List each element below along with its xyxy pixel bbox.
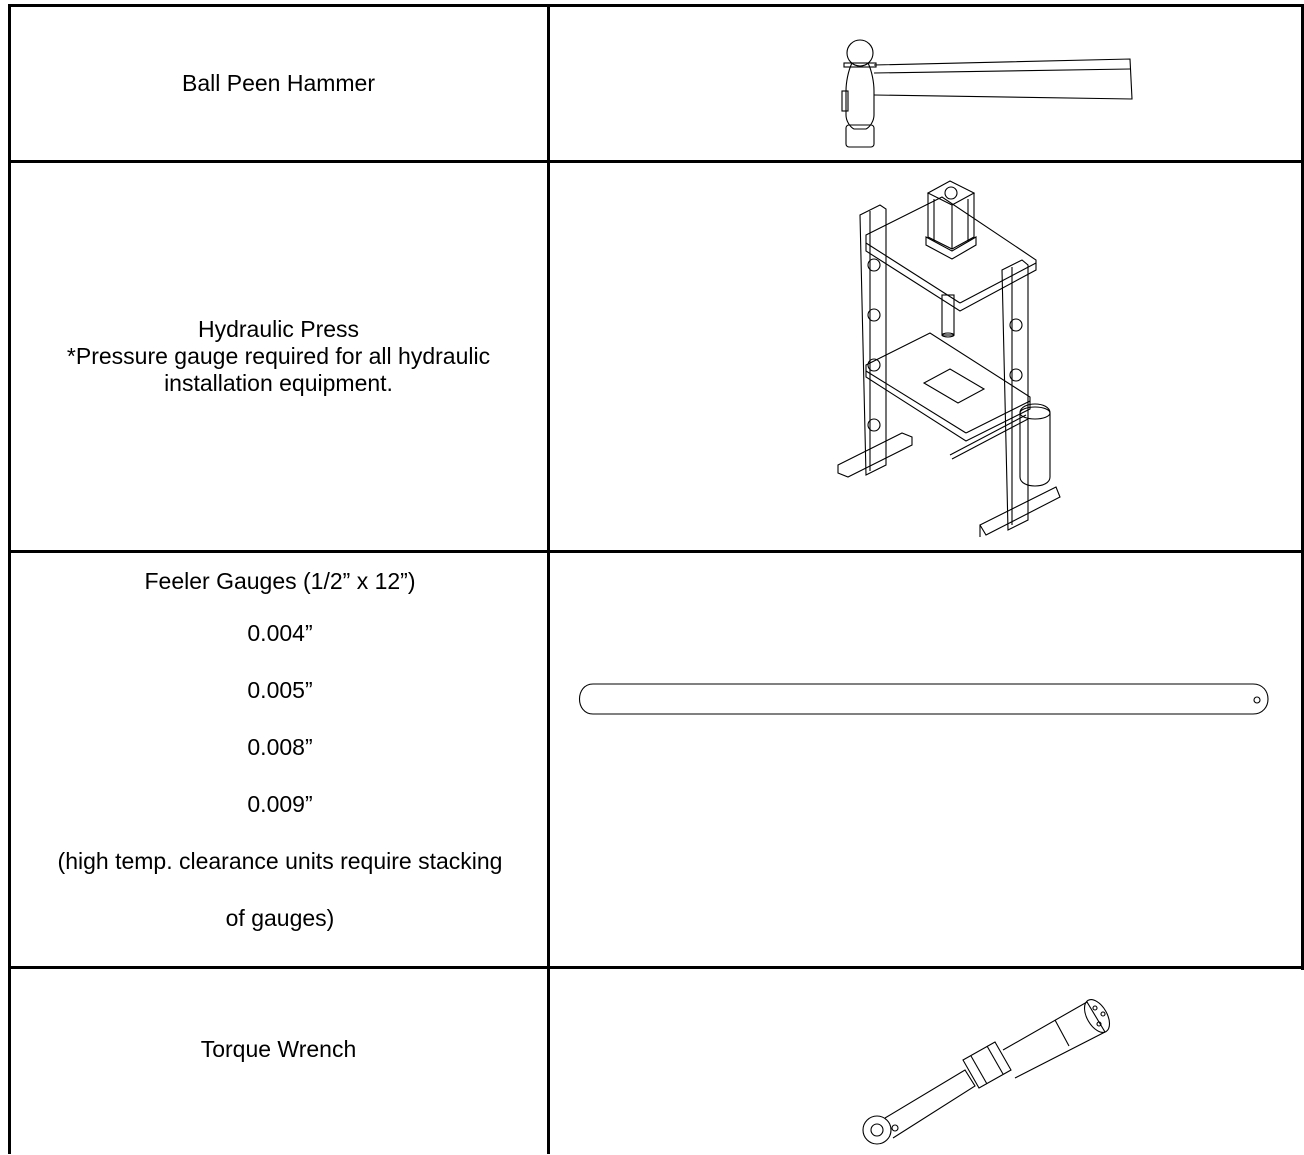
tool-note: *Pressure gauge required for all hydraul…	[66, 343, 491, 396]
feeler-gauge-blade-drawing	[579, 683, 1269, 715]
table-border-left	[8, 4, 11, 1154]
tool-note: of gauges)	[225, 905, 335, 931]
gauge-size: 0.004”	[247, 620, 313, 646]
table-row: Torque Wrench	[10, 969, 547, 1129]
column-divider	[547, 4, 550, 1154]
hydraulic-press-drawing	[837, 180, 1061, 537]
tool-note: (high temp. clearance units require stac…	[57, 848, 503, 874]
table-border-right	[1301, 4, 1304, 970]
tool-name: Torque Wrench	[200, 1035, 357, 1062]
row-divider	[8, 966, 1304, 969]
table-row: Hydraulic Press *Pressure gauge required…	[10, 163, 547, 550]
table-row: Ball Peen Hammer	[10, 6, 547, 160]
ball-peen-hammer-drawing	[841, 39, 1133, 148]
tool-name: Ball Peen Hammer	[181, 69, 376, 96]
gauge-size: 0.005”	[247, 677, 313, 703]
table-row: Feeler Gauges (1/2” x 12”) 0.004” 0.005”…	[10, 553, 547, 966]
gauge-size: 0.008”	[247, 734, 313, 760]
torque-wrench-drawing	[862, 999, 1111, 1145]
gauge-size: 0.009”	[247, 791, 313, 817]
tool-name: Feeler Gauges (1/2” x 12”)	[144, 568, 416, 594]
row-divider	[8, 160, 1304, 163]
row-divider	[8, 550, 1304, 553]
table-border-top	[8, 4, 1304, 7]
tool-name: Hydraulic Press	[197, 316, 360, 342]
